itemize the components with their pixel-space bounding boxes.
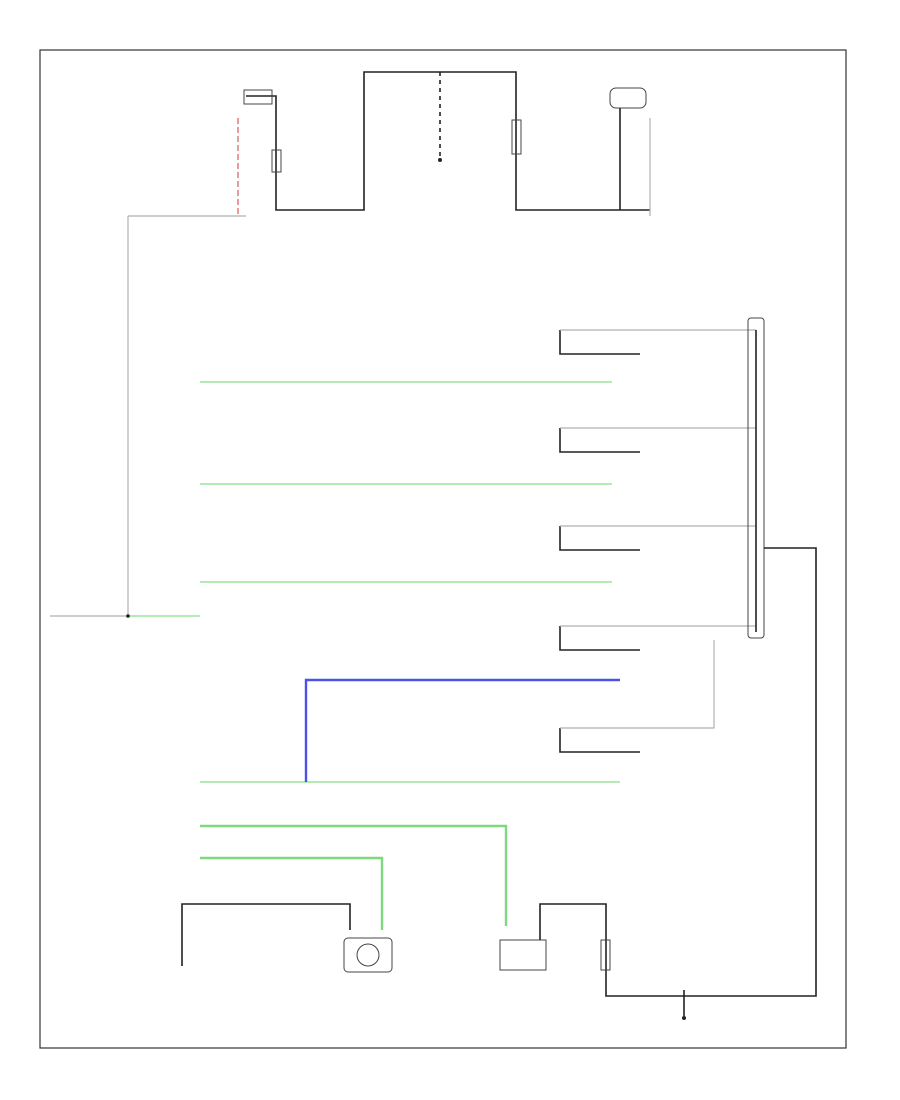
switch-3-loop — [559, 526, 640, 551]
seat-motor-rotor — [356, 943, 380, 967]
top-loop-wire — [275, 71, 650, 211]
hv-relay — [243, 89, 273, 105]
switch-1-loop — [559, 330, 640, 355]
left-splice-node — [126, 614, 130, 618]
green-wire-seat-motor — [200, 824, 508, 926]
bottom-right-relay — [600, 939, 611, 971]
seat-heater-rear-loop — [559, 728, 640, 753]
left-connector — [50, 614, 200, 618]
seat-heater-rear-top — [560, 640, 715, 729]
seat-motor-body — [343, 937, 393, 973]
power-seat-switch-body — [499, 939, 547, 971]
junction-node — [438, 158, 442, 162]
switch-blocks — [559, 329, 756, 753]
fuse-element — [271, 149, 282, 173]
switch-2-loop — [559, 428, 640, 453]
green-wire-power-seat — [200, 856, 384, 930]
bottom-left-loop — [181, 903, 351, 966]
bottom-right-loop — [539, 903, 684, 997]
right-return-wire — [684, 547, 817, 997]
blue-wire — [304, 678, 620, 782]
signal-wires — [200, 381, 620, 930]
heater-relay-top — [511, 119, 522, 155]
top-left-relay-wire — [246, 95, 277, 118]
bottom-section — [181, 903, 686, 1020]
seat-heater-front-loop — [559, 626, 640, 651]
ground-node — [682, 1016, 686, 1020]
diagram-frame — [39, 49, 847, 1049]
top-section — [127, 71, 651, 616]
connector-body — [747, 317, 765, 639]
blower-motor-top — [609, 87, 647, 109]
center-connector — [684, 317, 817, 997]
